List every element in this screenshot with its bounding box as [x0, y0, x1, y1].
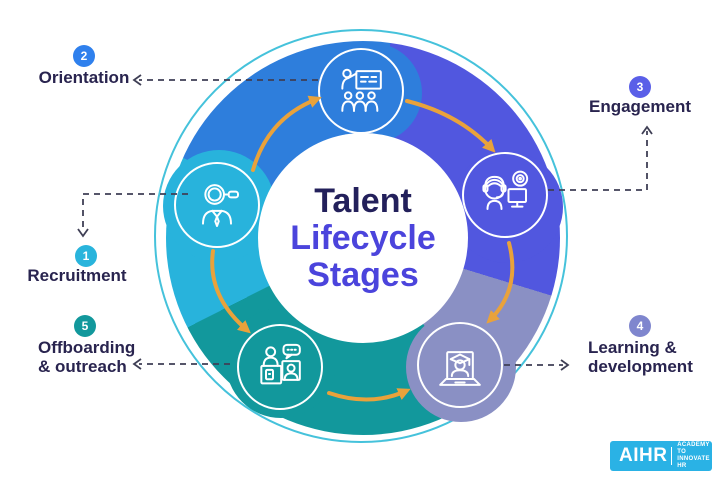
stage-badge-3: 3	[629, 76, 651, 98]
stage-label-learning-line1: Learning &	[588, 338, 677, 357]
aihr-logo-tagline: ACADEMY TO INNOVATE HR	[677, 442, 712, 470]
stage-badge-1: 1	[75, 245, 97, 267]
title-line-stages: Stages	[307, 255, 419, 294]
exit-interview-icon	[260, 343, 301, 385]
stage-label-offboarding-line1: Offboarding	[38, 338, 136, 357]
aihr-tagline-line1: ACADEMY TO	[677, 442, 710, 455]
connector-engagement	[548, 131, 648, 191]
connector-learning-arrowhead	[560, 359, 570, 371]
aihr-logo-divider	[671, 447, 673, 465]
connector-engagement-arrowhead	[641, 125, 653, 135]
aihr-tagline-line2: INNOVATE HR	[677, 456, 710, 469]
stage-badge-4: 4	[629, 315, 651, 337]
stage-label-orientation: Orientation	[38, 68, 130, 87]
title-line-lifecycle: Lifecycle	[290, 218, 436, 257]
stage-label-recruitment: Recruitment	[27, 266, 127, 285]
title-line-talent: Talent	[314, 181, 412, 220]
stage-label-engagement: Engagement	[588, 97, 692, 116]
stage-badge-2: 2	[73, 45, 95, 67]
stage-label-offboarding-line2: & outreach	[38, 357, 127, 376]
engagement-icon-circle	[462, 152, 548, 238]
center-title-circle: Talent Lifecycle Stages	[258, 133, 468, 343]
stage-label-learning-development: Learning & development	[588, 338, 720, 376]
stage-label-learning-line2: development	[588, 357, 693, 376]
magnifier-person-icon	[202, 184, 239, 227]
stage-badge-5: 5	[74, 315, 96, 337]
support-agent-icon	[482, 170, 529, 210]
recruitment-icon-circle	[174, 162, 260, 248]
connector-recruitment-arrowhead	[77, 228, 89, 238]
aihr-logo: AIHR ACADEMY TO INNOVATE HR	[610, 441, 712, 471]
stage-label-offboarding-outreach: Offboarding & outreach	[38, 338, 188, 376]
presentation-icon	[341, 68, 382, 112]
laptop-graduate-icon	[439, 351, 481, 386]
aihr-logo-brand: AIHR	[619, 445, 668, 466]
learning-icon-circle	[417, 322, 503, 408]
orientation-icon-circle	[318, 48, 404, 134]
offboarding-icon-circle	[237, 324, 323, 410]
